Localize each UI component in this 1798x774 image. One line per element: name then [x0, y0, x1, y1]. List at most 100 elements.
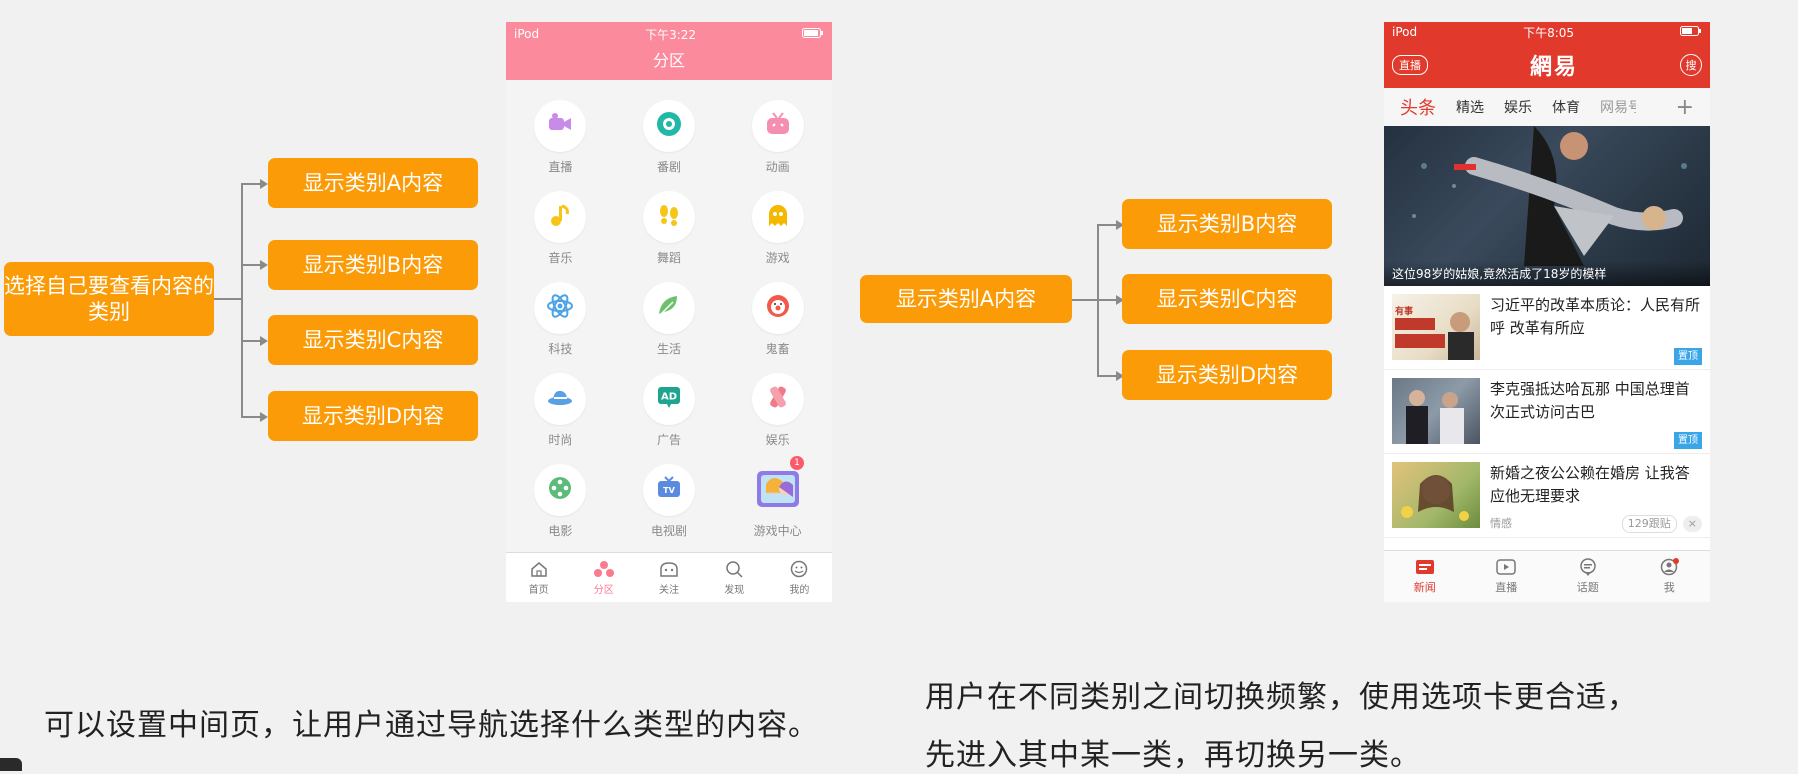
- news-item[interactable]: 新婚之夜公公赖在婚房 让我答应他无理要求 情感 129跟贴 ×: [1384, 454, 1710, 538]
- brand-logo: 網易: [1529, 55, 1578, 80]
- tab-featured[interactable]: 精选: [1456, 100, 1484, 116]
- caption-right-line1: 用户在不同类别之间切换频繁，使用选项卡更合适，: [925, 680, 1638, 715]
- leaf-icon: [655, 292, 683, 324]
- svg-text:TV: TV: [663, 486, 675, 495]
- tab-label: 发现: [724, 584, 745, 596]
- tab-category[interactable]: 分区: [571, 553, 636, 602]
- ghost-icon: [765, 202, 791, 232]
- carrier-label: iPod: [1392, 25, 1418, 39]
- tab-label: 我: [1663, 581, 1675, 594]
- bottom-tab-bar: 首页 分区 关注 发现 我的: [506, 552, 832, 602]
- bottom-tab-bar: 新闻 直播 话题 我: [1384, 550, 1710, 602]
- footprints-icon: [656, 202, 682, 232]
- news-thumbnail: [1392, 378, 1480, 444]
- category-animation[interactable]: 动画: [723, 100, 832, 175]
- tab-me[interactable]: 我: [1629, 551, 1711, 602]
- source-node: 显示类别A内容: [860, 275, 1072, 323]
- category-tech[interactable]: 科技: [506, 282, 615, 357]
- target-node-d: 显示类别D内容: [268, 391, 478, 441]
- caption-right-line2: 先进入其中某一类，再切换另一类。: [925, 738, 1421, 773]
- target-node-b: 显示类别B内容: [268, 240, 478, 290]
- live-button[interactable]: 直播: [1392, 55, 1428, 75]
- connector: [241, 183, 261, 185]
- tab-profile[interactable]: 我的: [767, 553, 832, 602]
- game-center-icon: [755, 467, 801, 513]
- target-node-b: 显示类别B内容: [1122, 199, 1332, 249]
- category-label: 音乐: [548, 251, 573, 265]
- connector: [214, 298, 242, 300]
- category-dance[interactable]: 舞蹈: [615, 191, 724, 266]
- tab-headline[interactable]: 头条: [1400, 98, 1436, 119]
- close-icon[interactable]: ×: [1682, 515, 1702, 532]
- category-tv-series[interactable]: TV 电视剧: [615, 464, 724, 539]
- arrow-icon: [1116, 220, 1124, 230]
- tab-discover[interactable]: 发现: [702, 553, 767, 602]
- follow-icon: [658, 560, 680, 581]
- time-label: 下午8:05: [1523, 25, 1575, 40]
- connector: [1072, 299, 1098, 301]
- tab-follow[interactable]: 关注: [636, 553, 701, 602]
- pinned-badge: 置顶: [1674, 348, 1702, 365]
- connector: [1097, 224, 1117, 226]
- category-label: 时尚: [548, 433, 573, 447]
- tab-home[interactable]: 首页: [506, 553, 571, 602]
- news-item[interactable]: 李克强抵达哈瓦那 中国总理首次正式访问古巴 置顶: [1384, 370, 1710, 454]
- connector: [1097, 375, 1117, 377]
- category-music[interactable]: 音乐: [506, 191, 615, 266]
- category-label: 娱乐: [765, 433, 790, 447]
- category-label: 广告: [656, 433, 681, 447]
- app-header: 直播 網易 搜: [1384, 42, 1710, 88]
- disc-icon: [655, 110, 683, 142]
- tab-sports[interactable]: 体育: [1552, 100, 1580, 116]
- category-entertainment[interactable]: 娱乐: [723, 373, 832, 448]
- netease-phone-screen: iPod 下午8:05 直播 網易 搜 头条 精选 娱乐 体育 网易号 + 这位…: [1384, 22, 1710, 602]
- arrow-icon: [260, 179, 268, 189]
- profile-icon: [789, 560, 809, 581]
- tab-live[interactable]: 直播: [1466, 551, 1548, 602]
- category-games[interactable]: 游戏: [723, 191, 832, 266]
- category-live[interactable]: 直播: [506, 100, 615, 175]
- connector: [241, 416, 261, 418]
- pinned-badge: 置顶: [1674, 432, 1702, 449]
- music-note-icon: [547, 202, 573, 232]
- status-bar: iPod 下午3:22: [506, 22, 832, 46]
- category-fashion[interactable]: 时尚: [506, 373, 615, 448]
- tab-netease-account[interactable]: 网易号: [1600, 100, 1636, 116]
- tab-entertainment[interactable]: 娱乐: [1504, 100, 1532, 116]
- category-movies[interactable]: 电影: [506, 464, 615, 539]
- tab-news[interactable]: 新闻: [1384, 551, 1466, 602]
- hero-banner[interactable]: 这位98岁的姑娘,竟然活成了18岁的模样: [1384, 126, 1710, 286]
- category-game-center[interactable]: 1 游戏中心: [723, 456, 832, 539]
- target-node-d: 显示类别D内容: [1122, 350, 1332, 400]
- me-icon: [1658, 558, 1680, 579]
- carrier-label: iPod: [514, 27, 540, 41]
- comment-count: 129跟贴: [1621, 514, 1677, 533]
- hero-caption: 这位98岁的姑娘,竟然活成了18岁的模样: [1384, 261, 1710, 286]
- live-icon: [1495, 558, 1517, 579]
- news-icon: [1414, 558, 1436, 579]
- news-item[interactable]: 有事 习近平的改革本质论：人民有所呼 改革有所应 置顶: [1384, 286, 1710, 370]
- target-node-c: 显示类别C内容: [268, 315, 478, 365]
- category-kichiku[interactable]: 鬼畜: [723, 282, 832, 357]
- category-anime-series[interactable]: 番剧: [615, 100, 724, 175]
- svg-text:AD: AD: [661, 392, 677, 403]
- target-node-a: 显示类别A内容: [268, 158, 478, 208]
- category-life[interactable]: 生活: [615, 282, 724, 357]
- category-label: 科技: [548, 342, 573, 356]
- category-label: 游戏: [765, 251, 790, 265]
- tv-face-icon: [764, 110, 792, 142]
- discover-icon: [724, 560, 744, 581]
- category-label: 番剧: [656, 160, 681, 174]
- tv-icon: TV: [655, 474, 683, 506]
- connector: [241, 264, 261, 266]
- plus-icon[interactable]: +: [1675, 94, 1694, 120]
- tab-topic[interactable]: 话题: [1547, 551, 1629, 602]
- bilibili-phone-screen: iPod 下午3:22 分区 直播 番剧 动画 音乐 舞蹈 游戏: [506, 22, 832, 602]
- tab-label: 新闻: [1413, 581, 1436, 594]
- news-thumbnail: 有事: [1392, 294, 1480, 360]
- category-ads[interactable]: AD 广告: [615, 373, 724, 448]
- category-label: 直播: [548, 160, 573, 174]
- category-label: 电视剧: [650, 524, 687, 538]
- search-button[interactable]: 搜: [1679, 54, 1702, 76]
- target-node-c: 显示类别C内容: [1122, 274, 1332, 324]
